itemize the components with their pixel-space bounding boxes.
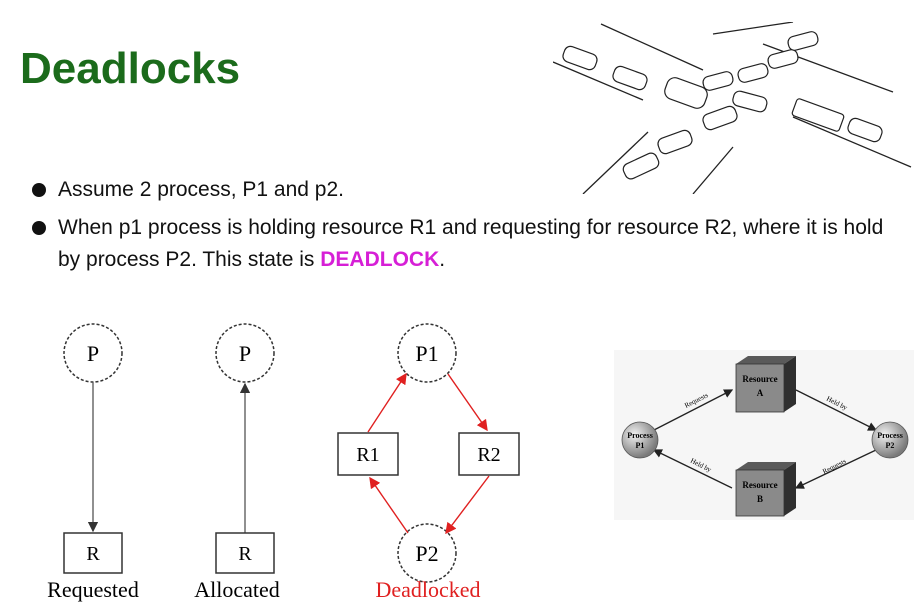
process2-id: P2 [886, 441, 895, 450]
resource-a-id: A [757, 388, 764, 398]
deadlock-caption: Deadlocked [375, 577, 480, 602]
requested-process-label: P [87, 341, 99, 366]
graph-deadlocked: P1 P2 R1 R2 Deadlocked [337, 323, 520, 602]
requested-resource-label: R [86, 543, 100, 565]
resource-a-box: Resource A [735, 356, 796, 413]
bullet-text-2-main: When p1 process is holding resource R1 a… [58, 216, 884, 271]
allocated-resource-label: R [238, 543, 252, 565]
resource-b-id: B [757, 494, 763, 504]
slide-title: Deadlocks [20, 44, 241, 93]
bullet-icon [32, 221, 46, 235]
deadlock-highlight: DEADLOCK [320, 248, 440, 271]
allocated-process-label: P [239, 341, 251, 366]
traffic-deadlock-illustration [553, 22, 913, 194]
bullet-item-2: When p1 process is holding resource R1 a… [32, 212, 892, 276]
requested-caption: Requested [47, 577, 139, 602]
graph-allocated: P R Allocated [194, 323, 280, 602]
resource-cycle-diagram: Process P1 Process P2 Resource A Resourc… [614, 350, 914, 520]
bullet-text-2: When p1 process is holding resource R1 a… [58, 212, 892, 276]
deadlock-r1-label: R1 [356, 444, 379, 466]
bullet-item-1: Assume 2 process, P1 and p2. [32, 174, 344, 206]
graph-requested: P R Requested [47, 323, 139, 602]
resource-b-label: Resource [742, 480, 777, 490]
process1-id: P1 [636, 441, 645, 450]
bullet-icon [32, 183, 46, 197]
deadlock-r2-label: R2 [477, 444, 500, 466]
allocated-caption: Allocated [194, 577, 280, 602]
deadlock-p2-label: P2 [415, 541, 438, 566]
bullet-text-1: Assume 2 process, P1 and p2. [58, 178, 344, 201]
resource-b-box: Resource B [735, 462, 796, 517]
cars [562, 31, 883, 180]
bullet-text-2-end: . [439, 248, 446, 271]
process2-label: Process [877, 431, 903, 440]
resource-a-label: Resource [742, 374, 777, 384]
process1-label: Process [627, 431, 653, 440]
deadlock-p1-label: P1 [415, 341, 438, 366]
